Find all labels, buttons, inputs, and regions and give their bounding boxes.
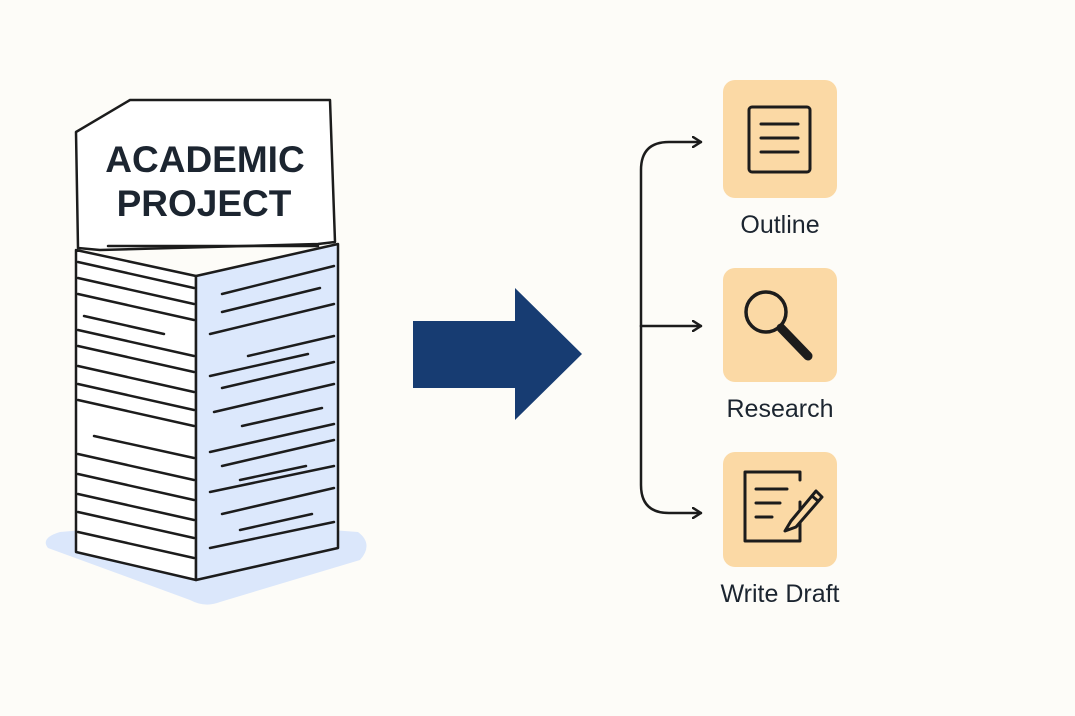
step-label-research: Research bbox=[727, 395, 834, 423]
title-line-1: ACADEMIC bbox=[105, 139, 304, 180]
document-stack: ACADEMIC PROJECT bbox=[45, 98, 367, 605]
outline-icon bbox=[747, 105, 812, 174]
step-outline: Outline bbox=[723, 80, 837, 239]
magnifier-icon bbox=[744, 290, 813, 361]
title-line-2: PROJECT bbox=[117, 183, 292, 224]
side-page-lines bbox=[208, 264, 336, 550]
step-research: Research bbox=[723, 268, 837, 423]
step-label-outline: Outline bbox=[740, 211, 819, 239]
write-draft-tile bbox=[723, 452, 837, 567]
branch-bottom bbox=[639, 324, 703, 513]
cover-sheet bbox=[74, 98, 337, 252]
flow-arrow-icon bbox=[413, 288, 582, 420]
step-label-write-draft: Write Draft bbox=[721, 580, 840, 608]
branch-connector bbox=[639, 142, 703, 513]
pencil-document-icon bbox=[743, 470, 824, 543]
step-write-draft: Write Draft bbox=[721, 452, 840, 608]
front-page-lines bbox=[76, 260, 196, 560]
branch-top bbox=[639, 142, 703, 328]
